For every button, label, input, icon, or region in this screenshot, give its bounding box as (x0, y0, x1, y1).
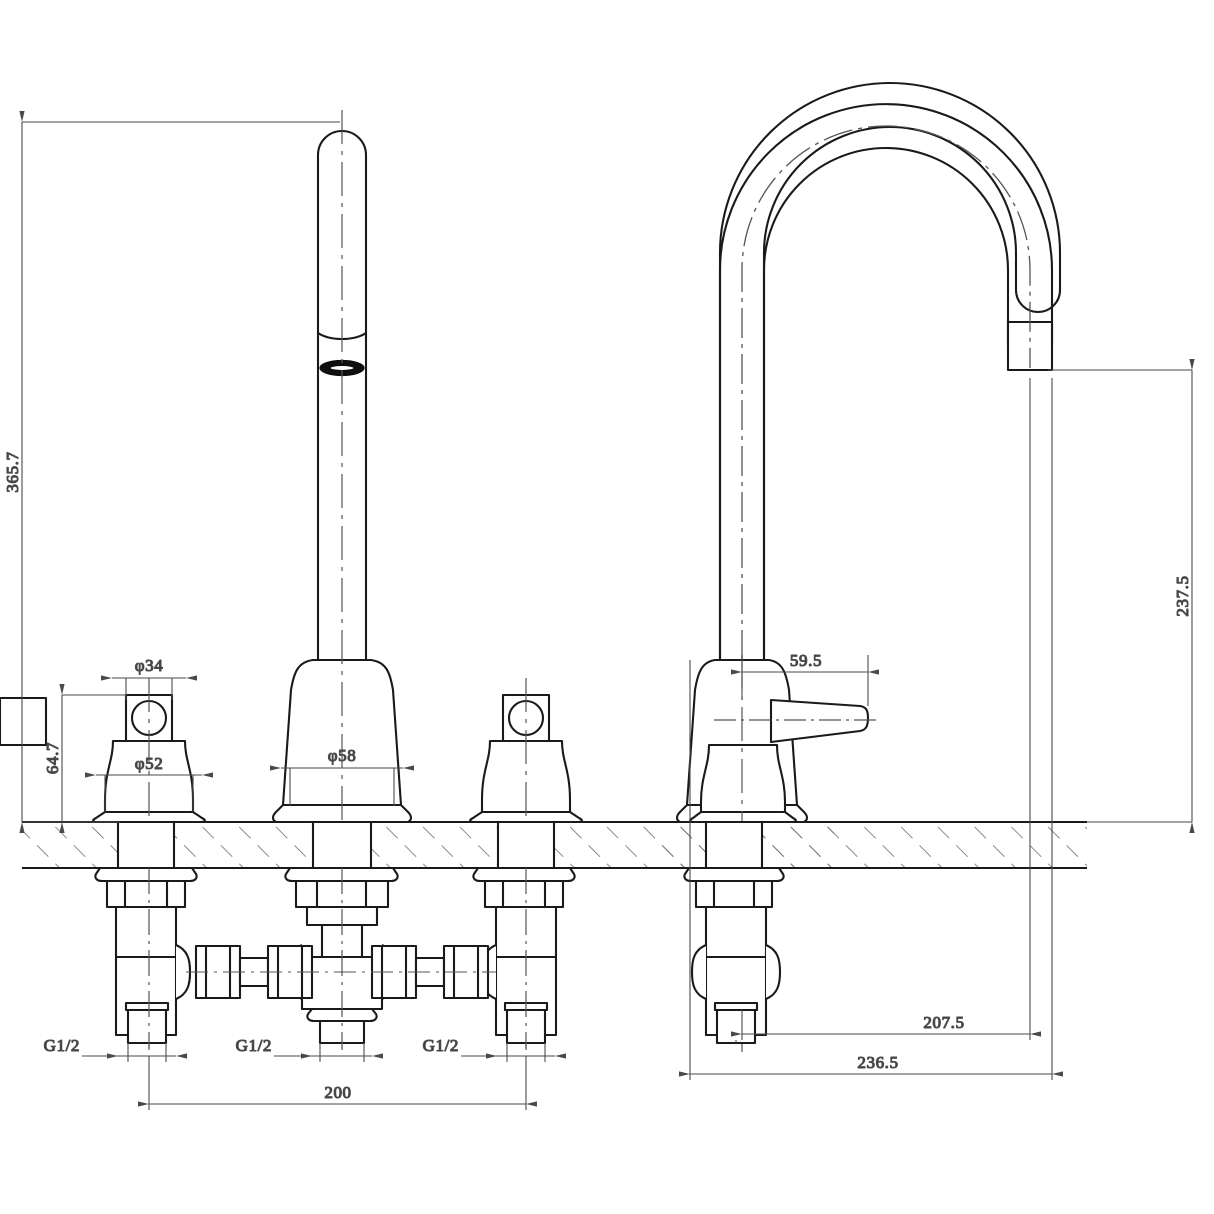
dim-handle-cap-dia-label: φ34 (135, 656, 164, 675)
dim-overall-depth-label: 236.5 (857, 1053, 898, 1072)
dim-handle-base-dia: φ52 (85, 753, 213, 812)
undercounter-right (472, 820, 576, 1050)
dim-handle-base-dia-label: φ52 (135, 754, 164, 773)
dim-spout-base-dia: φ58 (270, 745, 414, 806)
dimension-layer: 365.7 64.7 φ34 (2, 111, 1195, 1110)
dim-overall-height-label: 365.7 (3, 451, 22, 492)
dim-overall-depth: 236.5 (679, 378, 1063, 1080)
dim-inlet-center: G1/2 (235, 1035, 383, 1062)
dim-overall-height: 365.7 (2, 111, 340, 833)
dim-inlet-right-label: G1/2 (423, 1036, 459, 1055)
dim-handle-height-label: 64.7 (43, 742, 62, 774)
handle-side (0, 655, 880, 1052)
dim-lever-length: 59.5 (731, 650, 879, 706)
side-view (0, 81, 1087, 1052)
dim-lever-length-label: 59.5 (790, 651, 822, 670)
dim-inlet-center-label: G1/2 (236, 1036, 272, 1055)
dim-hole-spacing-label: 200 (324, 1083, 351, 1102)
dim-spout-reach-label: 207.5 (923, 1013, 964, 1032)
undercounter-side (683, 820, 785, 1045)
dim-outlet-height: 237.5 (1048, 359, 1195, 833)
dim-spout-base-dia-label: φ58 (328, 746, 357, 765)
dim-handle-height: 64.7 (42, 684, 126, 833)
gooseneck-spout-side (718, 81, 1062, 662)
dim-handle-cap-dia: φ34 (101, 655, 197, 700)
dim-outlet-height-label: 237.5 (1173, 575, 1192, 616)
dim-spout-reach: 207.5 (731, 378, 1041, 1043)
dim-inlet-left-label: G1/2 (44, 1036, 80, 1055)
dim-inlet-left: G1/2 (43, 1035, 187, 1062)
connecting-tubes-front (186, 944, 496, 1000)
front-view (22, 110, 834, 1050)
handle-right-front (469, 678, 583, 1048)
dim-inlet-right: G1/2 (422, 1035, 566, 1062)
dim-hole-spacing: 200 (138, 1056, 537, 1110)
